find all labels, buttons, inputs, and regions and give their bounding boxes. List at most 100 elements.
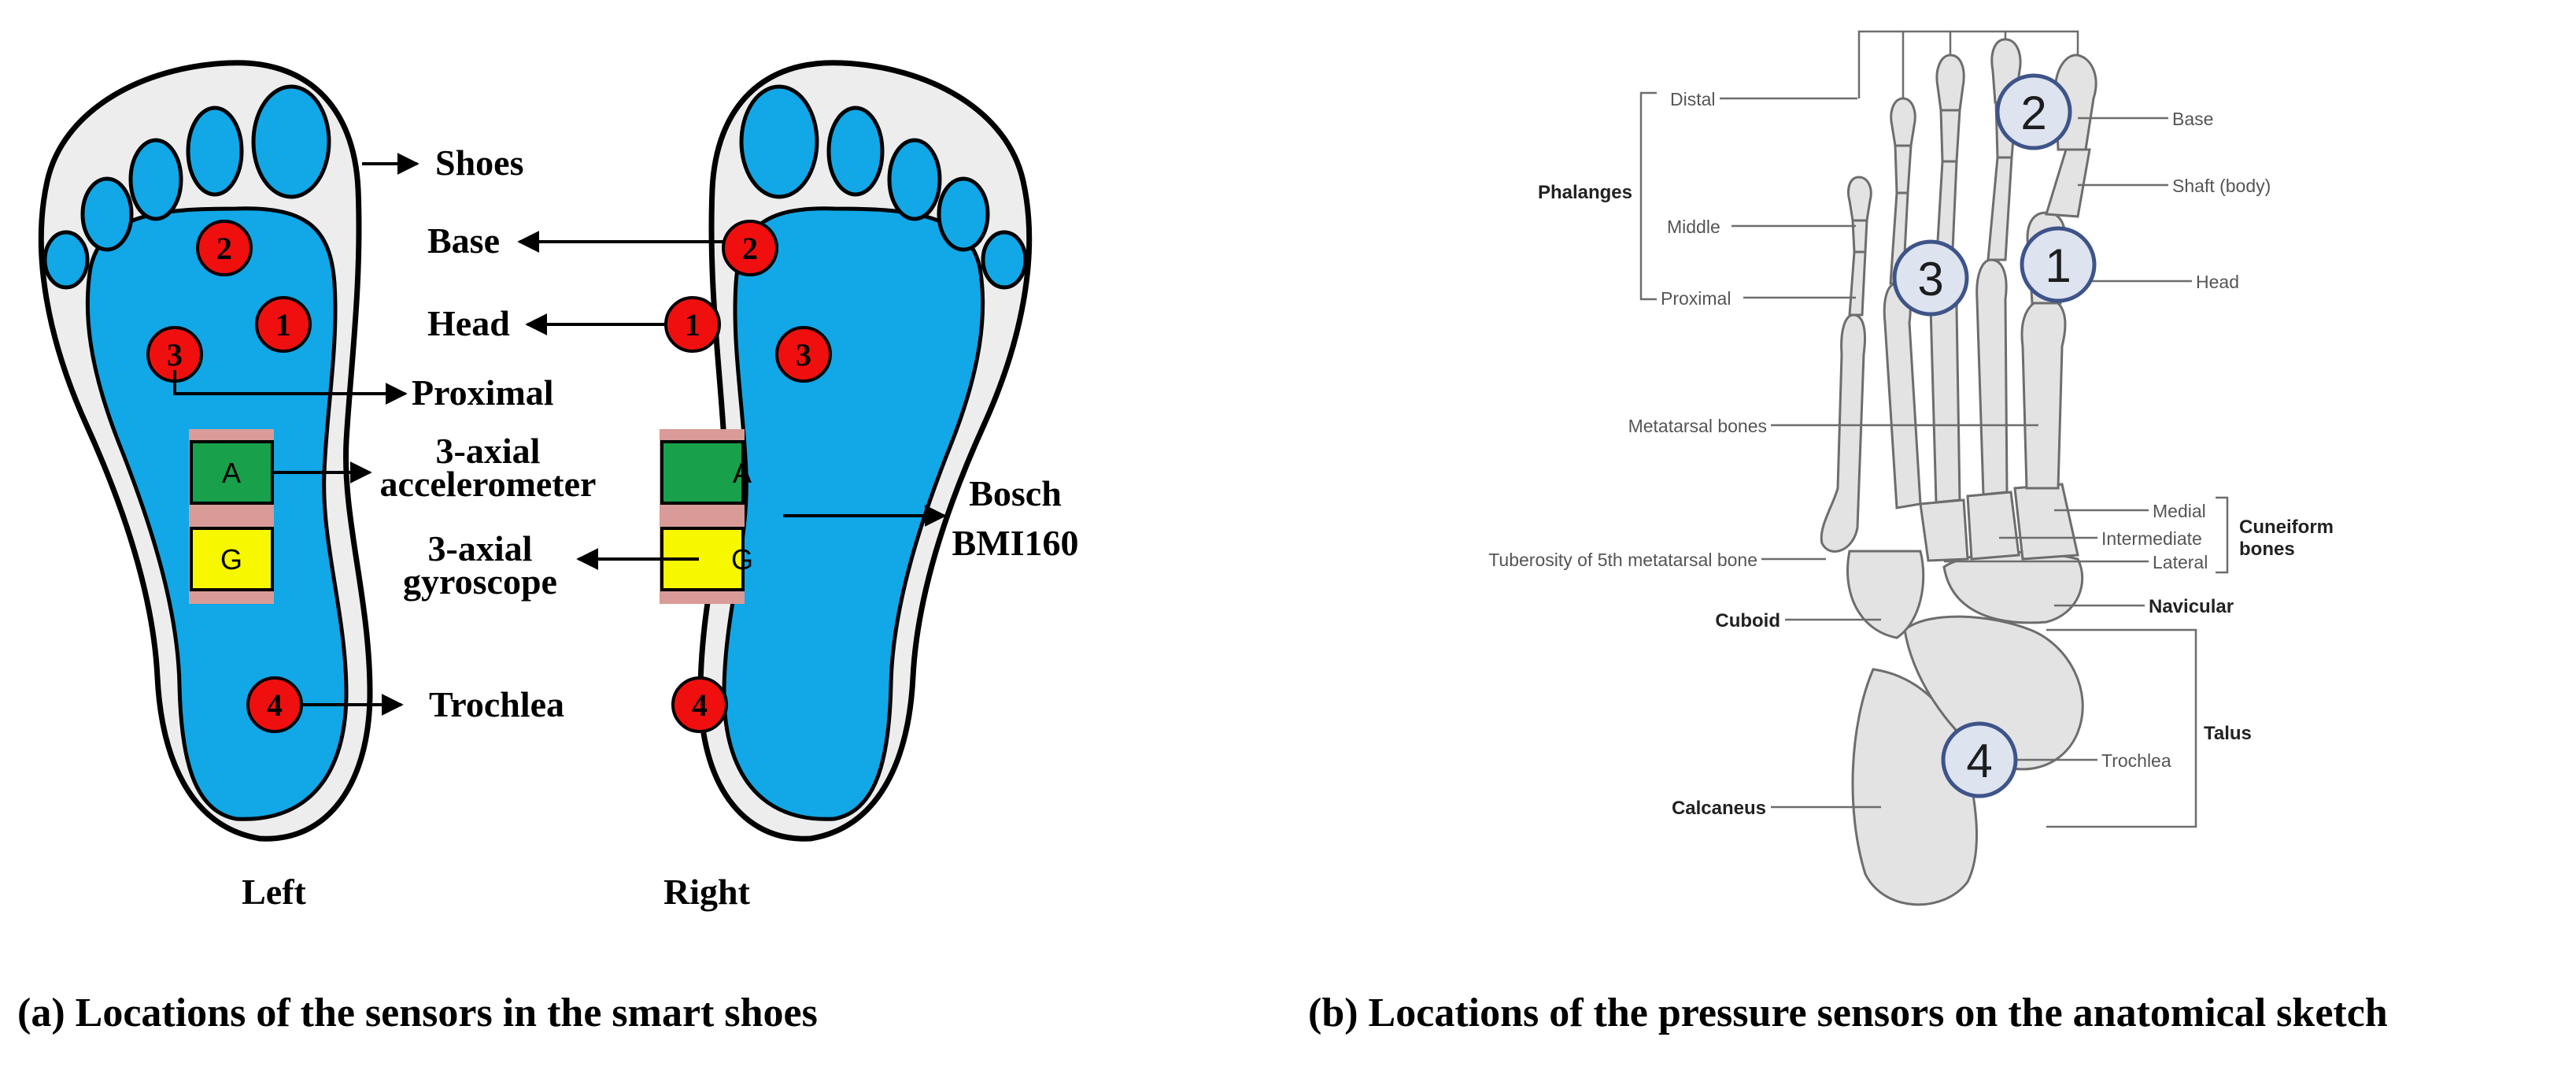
label-intermediate: Intermediate	[2101, 528, 2202, 549]
label-shaft: Shaft (body)	[2172, 176, 2271, 196]
right-shoe	[660, 60, 1033, 842]
distal-top-bracket	[1857, 30, 2079, 98]
metatarsal-5	[1820, 313, 1866, 553]
phalanx-5-distal	[1847, 176, 1872, 222]
metatarsal-2	[1975, 258, 2009, 496]
navicular-bone	[1942, 550, 2084, 624]
panel-a-arrows	[173, 153, 947, 716]
left-toes	[43, 84, 331, 290]
label-talus: Talus	[2204, 723, 2252, 744]
right-sensor-4-num: 4	[692, 687, 708, 723]
marker-2-num: 2	[2020, 87, 2046, 139]
panel-a-labels: Shoes Base Head Proximal 3-axial acceler…	[242, 143, 1078, 912]
left-sensor-1-num: 1	[275, 307, 291, 343]
label-cuboid: Cuboid	[1715, 610, 1780, 631]
marker-4-num: 4	[1966, 735, 1992, 787]
right-toes	[739, 84, 1028, 290]
panel-a-smart-shoes: A G 2 1 3 4	[17, 60, 1079, 1035]
left-gyroscope-chip: G	[190, 527, 274, 591]
marker-1-num: 1	[2045, 239, 2071, 292]
label-cuneiform-2: bones	[2239, 539, 2295, 560]
caption-b: (b) Locations of the pressure sensors on…	[1308, 991, 2388, 1035]
marker-4: 4	[1941, 721, 2018, 798]
left-sensor-3-num: 3	[167, 337, 183, 372]
right-sensor-4-dot	[671, 676, 728, 733]
marker-3-num: 3	[1917, 253, 1943, 306]
label-tuberosity: Tuberosity of 5th metatarsal bone	[1488, 550, 1757, 570]
left-toe-4	[80, 176, 134, 252]
phalanx-4-middle	[1894, 144, 1913, 194]
left-accelerometer-chip: A	[190, 440, 274, 505]
label-shoes: Shoes	[435, 143, 523, 183]
right-toe-5	[981, 230, 1028, 290]
label-gyro-line2: gyroscope	[403, 561, 557, 602]
cuneiform-lateral	[1919, 498, 1969, 562]
marker-1: 1	[2020, 226, 2097, 303]
label-proximal-b: Proximal	[1661, 288, 1731, 309]
phalanx-5-proximal	[1848, 250, 1867, 317]
label-bosch-line2: BMI160	[952, 523, 1079, 563]
panel-b-markers: 2 1 3 4	[1892, 73, 2097, 798]
label-base: Base	[427, 220, 500, 261]
right-toe-big	[739, 84, 819, 199]
label-accel-line1: 3-axial	[436, 431, 541, 471]
left-sensor-4: 4	[246, 676, 303, 733]
left-chip-a-label: A	[222, 457, 241, 489]
talus-bracket	[2046, 628, 2197, 828]
label-trochlea-b: Trochlea	[2101, 750, 2171, 771]
left-toe-5	[43, 230, 90, 290]
right-chip-a-label: A	[733, 457, 752, 489]
label-base-b: Base	[2172, 109, 2213, 129]
label-bosch-line1: Bosch	[969, 473, 1062, 513]
cuneiform-bracket	[2216, 496, 2229, 574]
label-head: Head	[427, 303, 510, 343]
label-middle: Middle	[1667, 217, 1720, 237]
phalanx-2-proximal	[1987, 156, 2013, 261]
metatarsal-1	[2020, 298, 2067, 490]
marker-3: 3	[1892, 239, 1969, 317]
label-right: Right	[663, 872, 751, 912]
right-sensor-3-dot	[775, 326, 832, 383]
right-sensor-3-num: 3	[796, 337, 811, 372]
phalanges-bracket	[1639, 91, 1657, 301]
panel-b-labels: Phalanges Distal Middle Proximal Metatar…	[1488, 89, 2334, 819]
phalanx-4-distal	[1890, 97, 1916, 147]
left-sensor-2: 2	[196, 220, 253, 276]
left-sensor-3: 3	[146, 326, 203, 383]
label-cuneiform-1: Cuneiform	[2239, 517, 2334, 538]
label-gyro-line1: 3-axial	[428, 528, 533, 568]
right-accelerometer-chip	[660, 440, 745, 505]
left-toe-big	[251, 84, 331, 199]
foot-skeleton-illustration	[1820, 38, 2097, 906]
right-chip-g-label: G	[731, 543, 753, 576]
right-toe-2	[826, 106, 885, 197]
label-calcaneus: Calcaneus	[1672, 798, 1766, 819]
cuneiform-medial	[2013, 483, 2079, 561]
label-navicular: Navicular	[2149, 596, 2234, 617]
label-distal: Distal	[1670, 89, 1716, 109]
right-toe-4	[937, 176, 990, 252]
metatarsal-4	[1883, 282, 1922, 509]
label-medial: Medial	[2153, 501, 2206, 521]
left-chip-g-label: G	[220, 543, 242, 576]
label-accel-line2: accelerometer	[380, 464, 597, 504]
label-lateral: Lateral	[2153, 552, 2208, 572]
panel-b-anatomy: 2 1 3 4 Phalanges Distal Middle Proximal…	[1308, 30, 2388, 1035]
left-shoe: A G 2 1 3 4	[38, 60, 373, 842]
talus-bone	[1903, 615, 2084, 771]
arrow-proximal	[173, 370, 408, 405]
right-sensor-2-num: 2	[742, 231, 758, 266]
label-head-b: Head	[2196, 272, 2239, 292]
marker-2: 2	[1995, 73, 2072, 150]
label-left: Left	[242, 872, 306, 912]
phalanx-3-distal	[1935, 54, 1965, 112]
right-sensor-2-dot	[722, 220, 778, 276]
label-trochlea: Trochlea	[429, 684, 564, 724]
phalanx-1-shaft	[2045, 148, 2091, 218]
label-proximal: Proximal	[412, 372, 554, 413]
cuneiform-intermediate	[1966, 491, 2020, 561]
left-sensor-2-num: 2	[216, 231, 232, 266]
left-sensor-1: 1	[255, 296, 312, 353]
left-toe-2	[186, 106, 244, 197]
